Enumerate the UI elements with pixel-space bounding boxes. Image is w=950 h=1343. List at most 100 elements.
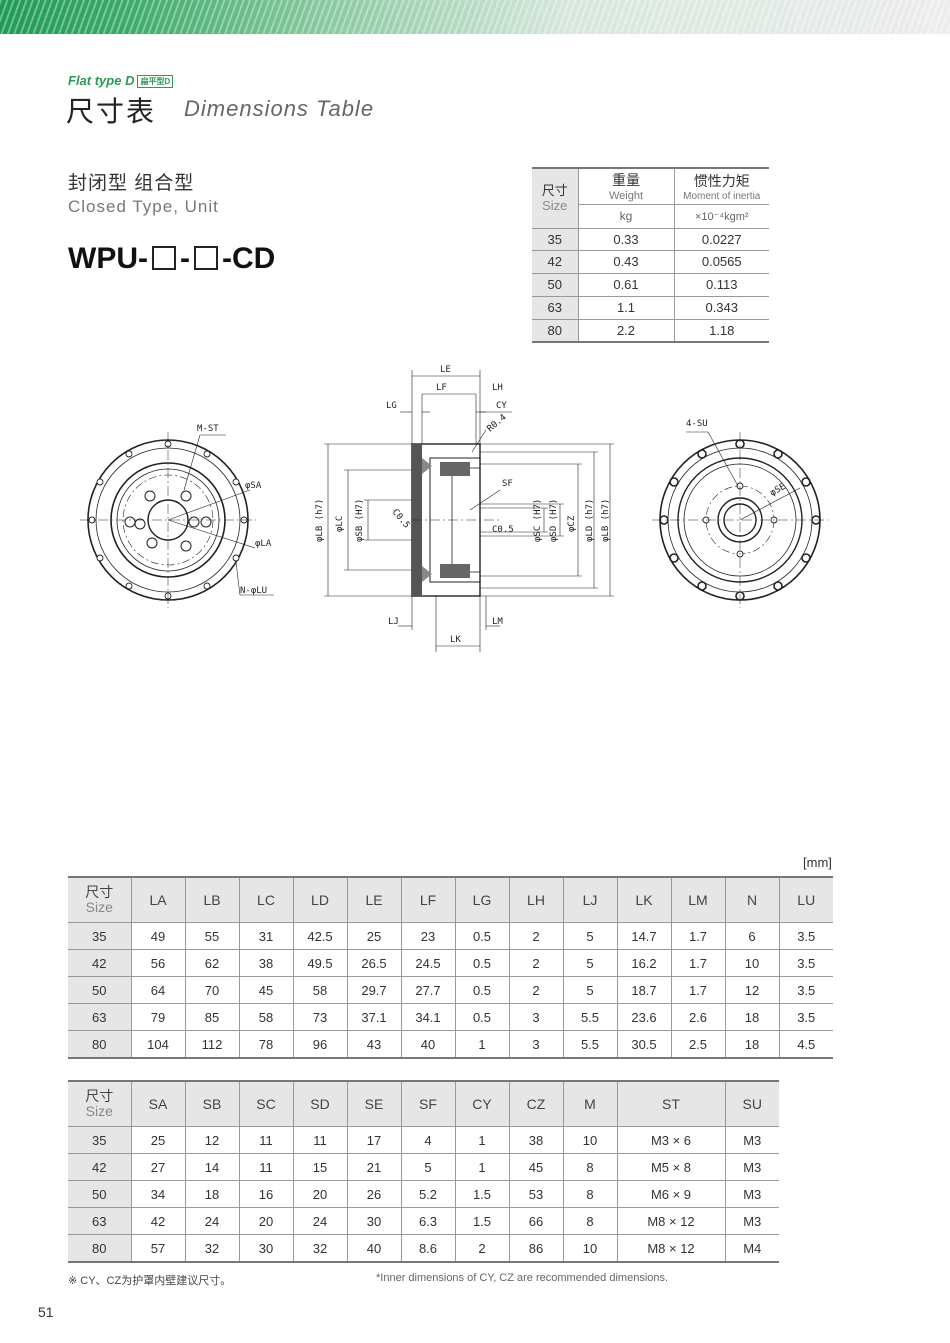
label-lk: LK xyxy=(450,635,461,645)
size-cell: 35 xyxy=(68,922,131,950)
table-cell: 104 xyxy=(130,1030,185,1059)
table-cell: 8 xyxy=(562,1153,617,1181)
column-header: LF xyxy=(400,876,455,923)
table-cell: 17 xyxy=(346,1126,401,1154)
table-cell: 1.1 xyxy=(577,296,674,320)
label-sb: φSB (H7) xyxy=(355,499,365,542)
table-cell: 26.5 xyxy=(346,949,401,977)
table-cell: 31 xyxy=(238,922,293,950)
table-cell: 25 xyxy=(346,922,401,950)
table-cell: 1.5 xyxy=(454,1207,509,1235)
inertia-header-en: Moment of inertia xyxy=(683,190,761,202)
column-header: LD xyxy=(292,876,347,923)
table-cell: 3.5 xyxy=(778,1003,833,1031)
table-cell: 27.7 xyxy=(400,976,455,1004)
label-n-lu: N-φLU xyxy=(240,586,267,596)
weight-header-cn: 重量 xyxy=(612,172,640,189)
table-cell: 16.2 xyxy=(616,949,671,977)
table-cell: M8 × 12 xyxy=(616,1207,725,1235)
column-header: M xyxy=(562,1080,617,1127)
weight-header-en: Weight xyxy=(608,190,644,203)
column-header: LE xyxy=(346,876,401,923)
table-cell: 1.7 xyxy=(670,976,725,1004)
weight-inertia-table: 尺寸 Size 重量 Weight 惯性力矩 Moment of inertia… xyxy=(532,167,769,343)
label-cz: φCZ xyxy=(567,515,577,532)
table-cell: 34 xyxy=(130,1180,185,1208)
table-cell: 1 xyxy=(454,1126,509,1154)
table-cell: 0.113 xyxy=(673,273,769,297)
column-header: LH xyxy=(508,876,563,923)
page-title-en: Dimensions Table xyxy=(184,96,375,121)
column-header: SC xyxy=(238,1080,293,1127)
table-cell: 1.7 xyxy=(670,922,725,950)
table-cell: 42 xyxy=(532,250,578,274)
column-header: LJ xyxy=(562,876,617,923)
model-placeholder-box xyxy=(193,246,218,270)
table-cell: 14.7 xyxy=(616,922,671,950)
table-cell: 10 xyxy=(562,1126,617,1154)
label-sa: φSA xyxy=(245,481,262,491)
model-separator: - xyxy=(179,242,190,275)
table-cell: 5.5 xyxy=(562,1030,617,1059)
table-cell: 49.5 xyxy=(292,949,347,977)
table-cell: 38 xyxy=(508,1126,563,1154)
model-prefix: WPU- xyxy=(68,242,148,275)
table-cell: 58 xyxy=(292,976,347,1004)
table-cell: 50 xyxy=(532,273,578,297)
label-lb-right: φLB (h7) xyxy=(601,499,611,542)
table-cell: M8 × 12 xyxy=(616,1234,725,1263)
table-cell: 8.6 xyxy=(400,1234,455,1263)
table-cell: 11 xyxy=(238,1153,293,1181)
column-header: LU xyxy=(778,876,833,923)
column-header: SB xyxy=(184,1080,239,1127)
table-cell: 3 xyxy=(508,1003,563,1031)
unit-label: [mm] xyxy=(803,855,832,870)
column-header: SA xyxy=(130,1080,185,1127)
table-cell: 11 xyxy=(292,1126,347,1154)
label-lf: LF xyxy=(436,383,447,393)
table-cell: M5 × 8 xyxy=(616,1153,725,1181)
column-header: SD xyxy=(292,1080,347,1127)
table-cell: 3.5 xyxy=(778,949,833,977)
label-sc: φSC (H7) xyxy=(533,499,543,542)
table-cell: 2.6 xyxy=(670,1003,725,1031)
table-cell: 8 xyxy=(562,1180,617,1208)
table-cell: 2 xyxy=(508,976,563,1004)
dimension-drawing: M-ST φSA φLA N-φLU xyxy=(80,365,828,652)
table-cell: 57 xyxy=(130,1234,185,1263)
table-cell: 80 xyxy=(532,319,578,343)
table-cell: 27 xyxy=(130,1153,185,1181)
table-cell: 85 xyxy=(184,1003,239,1031)
size-cell: 63 xyxy=(68,1003,131,1031)
column-header: LC xyxy=(238,876,293,923)
table-cell: 0.0227 xyxy=(673,228,769,251)
table-cell: 1 xyxy=(454,1030,509,1059)
table-cell: 63 xyxy=(532,296,578,320)
table-cell: 0.5 xyxy=(454,976,509,1004)
table-cell: 3.5 xyxy=(778,922,833,950)
table-cell: 0.33 xyxy=(577,228,674,251)
size-header-en: Size xyxy=(85,899,113,915)
table-cell: 25 xyxy=(130,1126,185,1154)
table-cell: 26 xyxy=(346,1180,401,1208)
flat-type-text: Flat type D xyxy=(68,73,135,88)
label-lj: LJ xyxy=(388,617,399,627)
table-cell: 35 xyxy=(532,228,578,251)
table-cell: M3 xyxy=(724,1153,779,1181)
table-cell: 16 xyxy=(238,1180,293,1208)
table-cell: 5 xyxy=(562,976,617,1004)
table-cell: 2.2 xyxy=(577,319,674,343)
table-cell: 10 xyxy=(562,1234,617,1263)
size-header-cn: 尺寸 xyxy=(541,183,568,199)
table-cell: 30 xyxy=(346,1207,401,1235)
label-sd: φSD (H7) xyxy=(549,499,559,542)
size-cell: 63 xyxy=(68,1207,131,1235)
label-lh: LH xyxy=(492,383,503,393)
table-cell: 5.5 xyxy=(562,1003,617,1031)
table-cell: 42 xyxy=(130,1207,185,1235)
table-cell: 66 xyxy=(508,1207,563,1235)
column-header: CY xyxy=(454,1080,509,1127)
